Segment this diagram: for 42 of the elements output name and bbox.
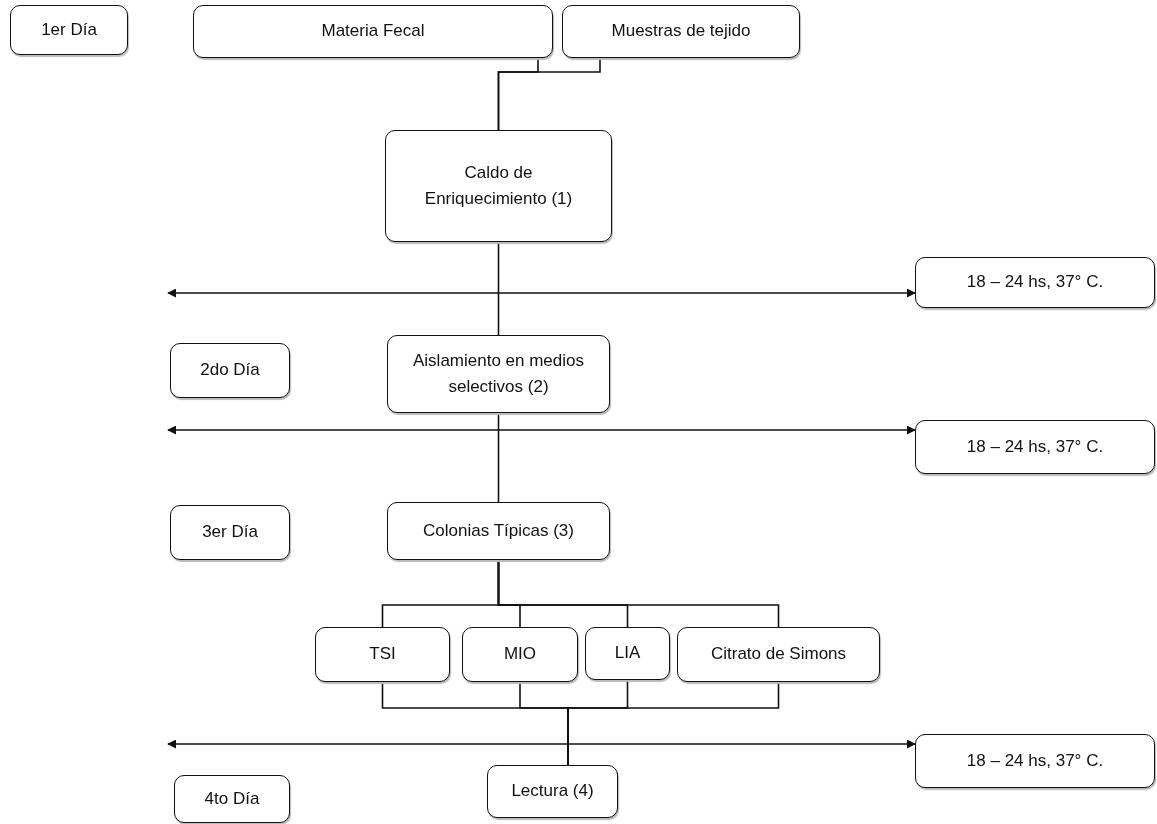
process-box	[915, 257, 1155, 308]
box-label: TSI	[369, 643, 396, 666]
box-label: 2do Día	[200, 359, 260, 382]
box-label: 4to Día	[204, 787, 260, 810]
process-box	[562, 5, 800, 58]
box-label: 18 – 24 hs, 37° C.	[966, 271, 1104, 294]
connector-line	[567, 681, 780, 766]
arrow	[167, 425, 916, 435]
process-box	[487, 765, 618, 818]
process-box	[385, 130, 612, 242]
process-box	[677, 627, 880, 682]
process-box	[174, 775, 290, 823]
process-box	[915, 420, 1155, 474]
box-label: Aislamiento en medios selectivos (2)	[412, 349, 585, 398]
box-label: Citrato de Simons	[710, 643, 847, 666]
process-box	[915, 734, 1155, 788]
arrow	[167, 288, 916, 298]
process-box	[462, 627, 578, 682]
box-label: 3er Día	[202, 521, 258, 544]
box-label: 18 – 24 hs, 37° C.	[966, 435, 1104, 458]
box-label: Colonias Típicas (3)	[423, 519, 574, 542]
connector-line	[497, 559, 780, 628]
process-box	[170, 343, 290, 398]
box-label: 1er Día	[41, 18, 97, 41]
process-box	[387, 335, 610, 413]
box-label: 18 – 24 hs, 37° C.	[966, 749, 1104, 772]
process-box	[193, 5, 553, 58]
box-label: Muestras de tejido	[611, 20, 751, 43]
connector-line	[497, 412, 500, 503]
box-label: Lectura (4)	[511, 780, 594, 803]
arrow	[167, 739, 916, 749]
process-box	[387, 502, 610, 560]
process-box	[315, 627, 450, 682]
box-label: Caldo de Enriquecimiento (1)	[423, 161, 574, 210]
box-label: Materia Fecal	[321, 20, 425, 43]
box-label: MIO	[503, 643, 537, 666]
connector-line	[497, 57, 601, 131]
process-box	[170, 505, 290, 560]
process-box	[10, 5, 128, 55]
box-label: LIA	[614, 642, 641, 665]
process-box	[585, 627, 670, 680]
connector-line	[497, 241, 500, 336]
